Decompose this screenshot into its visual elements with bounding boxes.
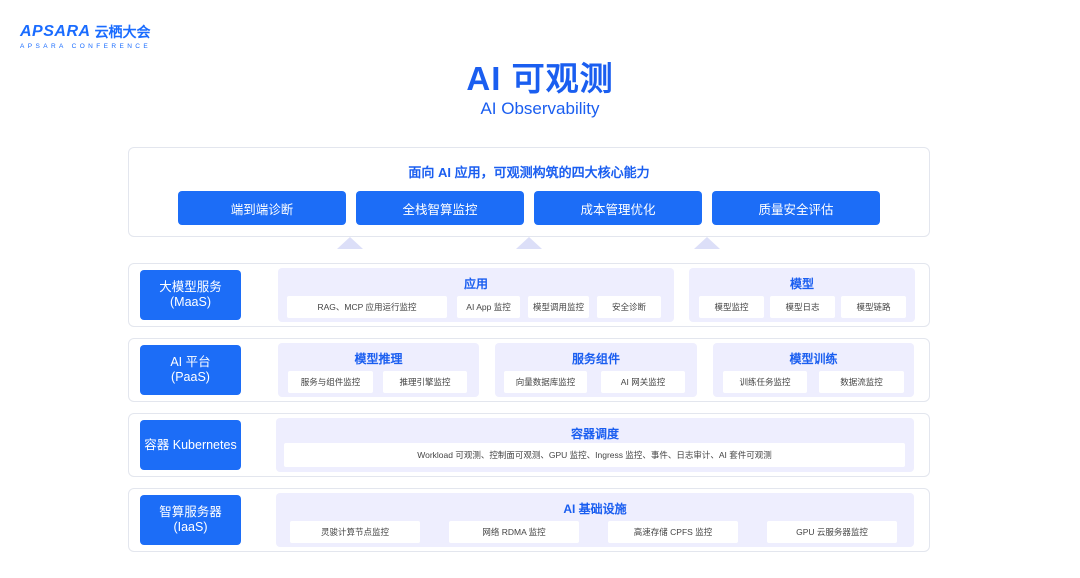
group-model-inference: 模型推理 服务与组件监控 推理引擎监控 (278, 343, 479, 397)
up-arrow-1 (337, 237, 363, 249)
group-title: AI 基础设施 (563, 502, 627, 516)
item-model-logs: 模型日志 (770, 296, 835, 318)
item-rag-mcp-monitoring: RAG、MCP 应用运行监控 (287, 296, 447, 318)
group-application: 应用 RAG、MCP 应用运行监控 AI App 监控 模型调用监控 安全诊断 (278, 268, 674, 322)
up-arrow-2 (516, 237, 542, 249)
up-arrow-3 (694, 237, 720, 249)
layer-label-paas: AI 平台 (PaaS) (140, 345, 241, 395)
group-container-scheduling: 容器调度 Workload 可观测、控制面可观测、GPU 监控、Ingress … (276, 418, 914, 472)
item-model-trace: 模型链路 (841, 296, 906, 318)
item-rdma-network-monitoring: 网络 RDMA 监控 (449, 521, 579, 543)
group-title: 应用 (463, 277, 488, 291)
capability-quality-security: 质量安全评估 (712, 191, 880, 225)
group-title: 服务组件 (571, 352, 620, 366)
item-security-diagnosis: 安全诊断 (597, 296, 661, 318)
group-ai-infrastructure: AI 基础设施 灵骏计算节点监控 网络 RDMA 监控 高速存储 CPFS 监控… (276, 493, 914, 547)
item-service-component-monitoring: 服务与组件监控 (288, 371, 373, 393)
group-title: 模型 (789, 277, 814, 291)
item-data-flow-monitoring: 数据流监控 (819, 371, 904, 393)
page-subtitle: AI Observability (480, 99, 600, 118)
layer-label-line2: (IaaS) (173, 520, 208, 534)
item-gpu-server-monitoring: GPU 云服务器监控 (767, 521, 897, 543)
logo-cn-text: 云栖大会 (94, 24, 151, 40)
core-capabilities-heading: 面向 AI 应用，可观测构筑的四大核心能力 (408, 165, 650, 180)
layer-label-line1: AI 平台 (170, 355, 211, 369)
group-title: 模型推理 (354, 352, 403, 366)
layer-label-maas: 大模型服务 (MaaS) (140, 270, 241, 320)
layer-label-line1: 大模型服务 (159, 280, 222, 294)
group-title: 容器调度 (570, 427, 619, 441)
apsara-logo: APSARA 云栖大会 APSARA CONFERENCE (20, 22, 151, 50)
capability-cost-optimization: 成本管理优化 (534, 191, 702, 225)
layer-label-line1: 容器 Kubernetes (144, 437, 237, 452)
item-model-call-monitoring: 模型调用监控 (528, 296, 589, 318)
group-model: 模型 模型监控 模型日志 模型链路 (689, 268, 915, 322)
layer-label-line2: (MaaS) (170, 295, 211, 309)
page-title: AI 可观测 (466, 60, 614, 97)
group-service-components: 服务组件 向量数据库监控 AI 网关监控 (495, 343, 697, 397)
item-ai-gateway-monitoring: AI 网关监控 (601, 371, 685, 393)
layer-label-line1: 智算服务器 (159, 505, 222, 519)
layer-iaas: 智算服务器 (IaaS) AI 基础设施 灵骏计算节点监控 网络 RDMA 监控… (128, 488, 930, 552)
group-title: 模型训练 (789, 352, 838, 366)
logo-text: APSARA (20, 23, 91, 40)
group-model-training: 模型训练 训练任务监控 数据流监控 (713, 343, 914, 397)
layer-maas: 大模型服务 (MaaS) 应用 RAG、MCP 应用运行监控 AI App 监控… (128, 263, 930, 327)
logo-subtitle: APSARA CONFERENCE (20, 43, 152, 50)
layer-label-line2: (PaaS) (171, 370, 210, 384)
item-vector-db-monitoring: 向量数据库监控 (504, 371, 587, 393)
item-ai-app-monitoring: AI App 监控 (457, 296, 520, 318)
item-training-job-monitoring: 训练任务监控 (723, 371, 807, 393)
item-lingjun-node-monitoring: 灵骏计算节点监控 (290, 521, 420, 543)
item-cpfs-storage-monitoring: 高速存储 CPFS 监控 (608, 521, 738, 543)
item-inference-engine-monitoring: 推理引擎监控 (383, 371, 467, 393)
capability-full-stack-monitoring: 全栈智算监控 (356, 191, 524, 225)
item-model-monitoring: 模型监控 (699, 296, 764, 318)
layer-label-kubernetes: 容器 Kubernetes (140, 420, 241, 470)
core-capabilities-panel: 面向 AI 应用，可观测构筑的四大核心能力 端到端诊断 全栈智算监控 成本管理优… (128, 147, 930, 237)
layer-kubernetes: 容器 Kubernetes 容器调度 Workload 可观测、控制面可观测、G… (128, 413, 930, 477)
layer-paas: AI 平台 (PaaS) 模型推理 服务与组件监控 推理引擎监控 服务组件 向量… (128, 338, 930, 402)
capability-end-to-end-diagnosis: 端到端诊断 (178, 191, 346, 225)
layer-label-iaas: 智算服务器 (IaaS) (140, 495, 241, 545)
item-k8s-observability: Workload 可观测、控制面可观测、GPU 监控、Ingress 监控、事件… (284, 443, 905, 467)
